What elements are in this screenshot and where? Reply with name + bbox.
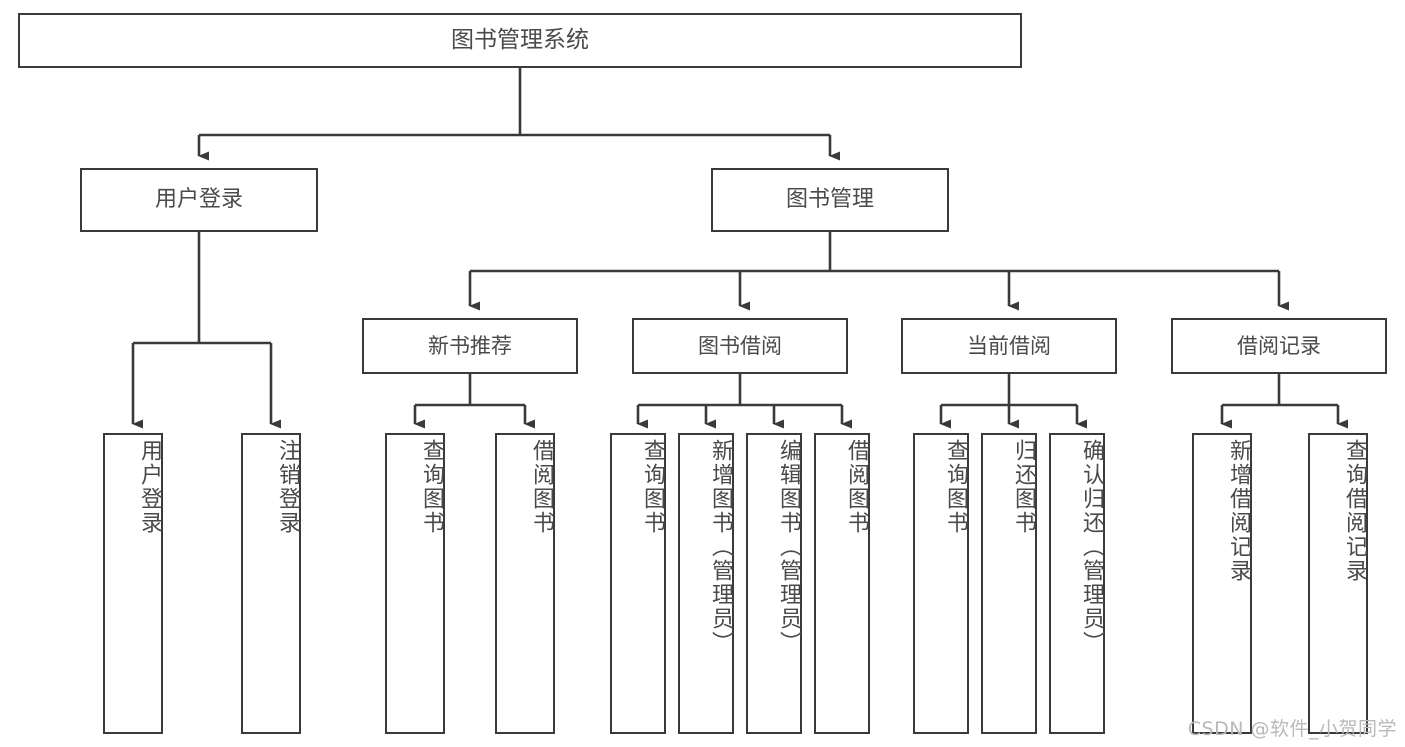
node-leaf-query-borrow-record[interactable]: 查询借阅记录	[1308, 433, 1368, 734]
node-leaf-query-book-1[interactable]: 查询图书	[385, 433, 445, 734]
node-label: 查询图书	[640, 439, 665, 535]
node-label: 借阅记录	[1237, 333, 1321, 358]
node-label: 用户登录	[137, 439, 162, 535]
node-label: 查询图书	[419, 439, 444, 535]
node-leaf-return-book[interactable]: 归还图书	[981, 433, 1037, 734]
node-current-borrow[interactable]: 当前借阅	[901, 318, 1117, 374]
node-label: 编辑图书（管理员）	[776, 439, 801, 655]
node-label: 图书管理系统	[451, 27, 589, 54]
node-label: 图书借阅	[698, 333, 782, 358]
node-label: 新书推荐	[428, 333, 512, 358]
node-user-login[interactable]: 用户登录	[80, 168, 318, 232]
node-label: 借阅图书	[844, 439, 869, 535]
node-leaf-add-book-admin[interactable]: 新增图书（管理员）	[678, 433, 734, 734]
node-label: 注销登录	[275, 439, 300, 535]
node-label: 归还图书	[1011, 439, 1036, 535]
node-label: 新增图书（管理员）	[708, 439, 733, 655]
node-label: 当前借阅	[967, 333, 1051, 358]
node-leaf-add-borrow-record[interactable]: 新增借阅记录	[1192, 433, 1252, 734]
node-leaf-logout[interactable]: 注销登录	[241, 433, 301, 734]
node-new-book-recommend[interactable]: 新书推荐	[362, 318, 578, 374]
node-root-book-management-system[interactable]: 图书管理系统	[18, 13, 1022, 68]
csdn-watermark: CSDN @软件_小贺同学	[1187, 718, 1397, 740]
node-borrow-record[interactable]: 借阅记录	[1171, 318, 1387, 374]
node-label: 确认归还（管理员）	[1079, 439, 1104, 655]
node-leaf-query-book-3[interactable]: 查询图书	[913, 433, 969, 734]
node-leaf-edit-book-admin[interactable]: 编辑图书（管理员）	[746, 433, 802, 734]
node-label: 用户登录	[154, 187, 243, 213]
node-label: 查询借阅记录	[1342, 439, 1367, 583]
node-leaf-confirm-return-admin[interactable]: 确认归还（管理员）	[1049, 433, 1105, 734]
node-leaf-borrow-book-1[interactable]: 借阅图书	[495, 433, 555, 734]
node-label: 新增借阅记录	[1226, 439, 1251, 583]
node-label: 借阅图书	[529, 439, 554, 535]
node-label: 图书管理	[785, 187, 874, 213]
node-leaf-borrow-book-2[interactable]: 借阅图书	[814, 433, 870, 734]
node-book-management[interactable]: 图书管理	[711, 168, 949, 232]
node-label: 查询图书	[943, 439, 968, 535]
node-leaf-user-login[interactable]: 用户登录	[103, 433, 163, 734]
node-leaf-query-book-2[interactable]: 查询图书	[610, 433, 666, 734]
node-book-borrow[interactable]: 图书借阅	[632, 318, 848, 374]
